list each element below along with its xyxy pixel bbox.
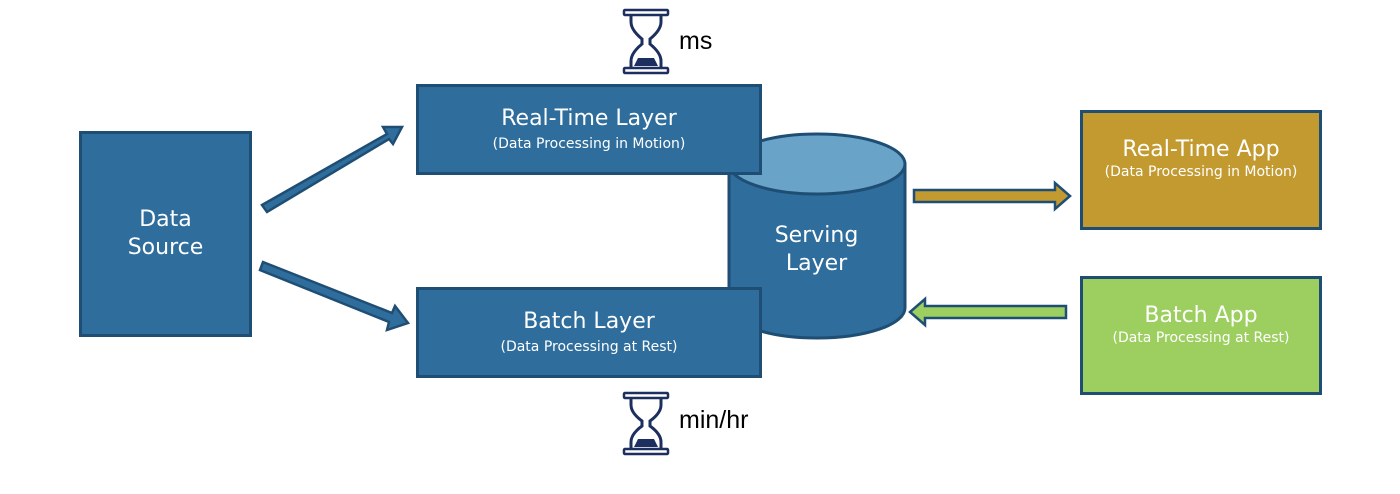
data-source-box: Data Source	[79, 131, 252, 337]
arrow-from-batch-app	[908, 296, 1068, 328]
serving-layer-cylinder	[727, 132, 907, 340]
batch-layer-subtitle: (Data Processing at Rest)	[500, 339, 678, 355]
batch-layer-title: Batch Layer	[523, 309, 655, 334]
data-source-label-line2: Source	[127, 235, 204, 260]
serving-layer-label-line2: Layer	[785, 251, 848, 276]
realtime-app-box: Real-Time App (Data Processing in Motion…	[1080, 110, 1322, 230]
serving-layer-label: Serving Layer	[728, 222, 905, 278]
batch-layer-box: Batch Layer (Data Processing at Rest)	[416, 287, 762, 378]
hourglass-icon	[622, 8, 670, 75]
arrow-to-batch-layer	[258, 260, 411, 332]
arrow-to-realtime-app	[912, 180, 1072, 212]
data-source-label-line1: Data	[139, 207, 192, 232]
realtime-app-subtitle: (Data Processing in Motion)	[1104, 164, 1298, 180]
hourglass-icon	[622, 391, 670, 456]
batch-app-subtitle: (Data Processing at Rest)	[1112, 330, 1290, 346]
realtime-layer-box: Real-Time Layer (Data Processing in Moti…	[416, 84, 762, 175]
realtime-layer-title: Real-Time Layer	[501, 106, 677, 131]
realtime-latency-label: ms	[679, 27, 713, 55]
serving-layer-label-line1: Serving	[774, 223, 859, 248]
batch-latency-label: min/hr	[679, 406, 749, 434]
arrow-to-realtime-layer	[260, 125, 405, 214]
realtime-layer-subtitle: (Data Processing in Motion)	[492, 136, 686, 152]
batch-app-title: Batch App	[1144, 303, 1258, 328]
batch-app-box: Batch App (Data Processing at Rest)	[1080, 276, 1322, 395]
realtime-app-title: Real-Time App	[1122, 137, 1280, 162]
